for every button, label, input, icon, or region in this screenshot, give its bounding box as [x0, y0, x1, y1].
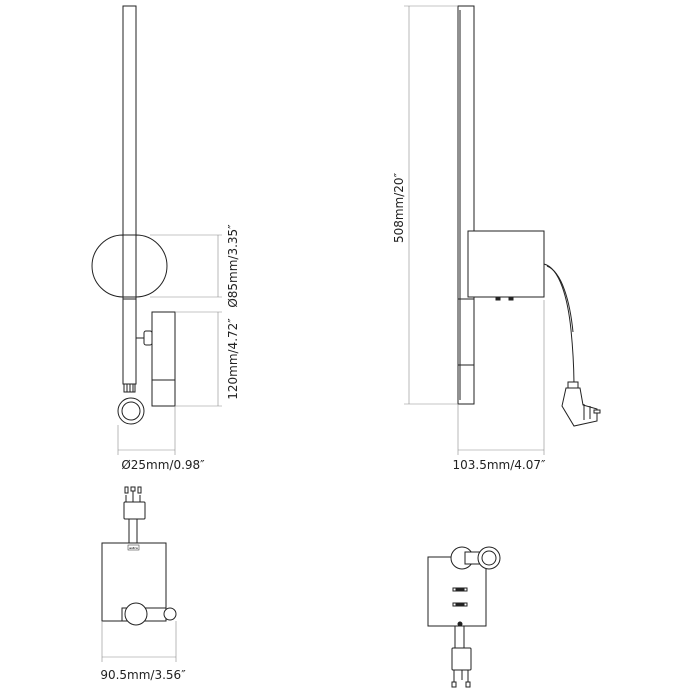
back-view-logo: astro	[127, 544, 140, 551]
side-plug	[561, 387, 598, 427]
side-view	[457, 5, 601, 427]
top-plug	[451, 647, 472, 671]
side-dimensions	[404, 5, 545, 455]
reading-light-length-label: 120mm/4.72″	[226, 318, 240, 400]
front-reading-joint	[143, 330, 153, 346]
svg-text:astro: astro	[129, 546, 138, 550]
front-light-bar	[122, 5, 137, 385]
top-view	[427, 546, 501, 688]
disc-diameter-label: Ø85mm/3.35″	[226, 224, 240, 308]
side-power-cable	[543, 263, 575, 389]
back-dimensions	[101, 621, 177, 662]
projection-label: 103.5mm/4.07″	[453, 458, 546, 472]
side-light-bar	[457, 5, 475, 405]
top-light-head	[477, 546, 501, 570]
front-view	[91, 5, 176, 425]
front-backplate-disc	[91, 234, 124, 298]
front-reading-light	[151, 311, 176, 407]
back-disc	[124, 602, 148, 626]
back-view	[101, 486, 177, 626]
front-dimensions	[117, 234, 222, 455]
back-width-label: 90.5mm/3.56″	[100, 668, 186, 682]
head-diameter-label: Ø25mm/0.98″	[121, 458, 205, 472]
back-plug	[123, 501, 146, 520]
side-backplate-box	[467, 230, 545, 298]
total-height-label: 508mm/20″	[392, 172, 406, 243]
